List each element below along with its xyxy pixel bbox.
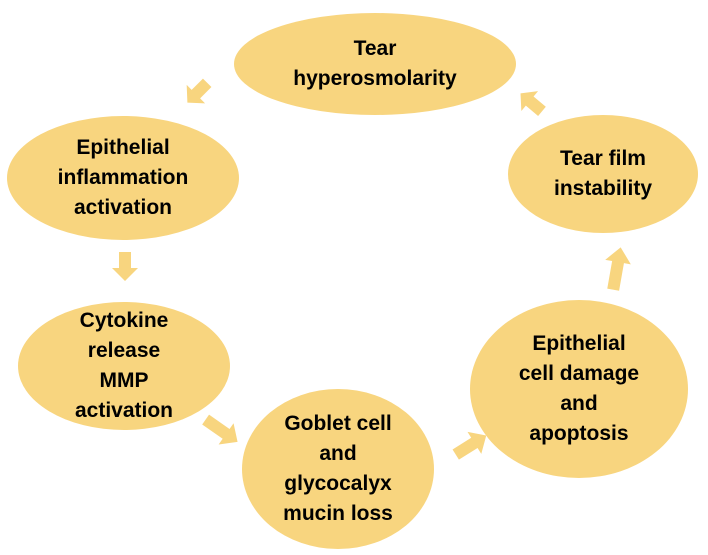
- node-epithelial-inflammation-activation: Epithelial inflammation activation: [7, 116, 239, 240]
- node-label: Goblet cell and glycocalyx mucin loss: [283, 412, 393, 525]
- arrow-shape: [186, 78, 212, 104]
- arrow-epithelial-inflammation-to-cytokine-release: [112, 252, 138, 281]
- arrow-shape: [202, 414, 238, 445]
- node-label: Epithelial inflammation activation: [57, 136, 189, 219]
- arrow-shape: [112, 252, 138, 281]
- arrow-epithelial-damage-to-tear-film-instability: [605, 247, 631, 291]
- node-tear-film-instability: Tear film instability: [508, 115, 698, 233]
- arrow-shape: [605, 247, 631, 291]
- node-cytokine-release-mmp-activation: Cytokine release MMP activation: [18, 302, 230, 430]
- arrow-shape: [520, 91, 546, 116]
- node-label: Cytokine release MMP activation: [74, 309, 174, 422]
- node-goblet-cell-mucin-loss: Goblet cell and glycocalyx mucin loss: [242, 389, 434, 549]
- node-tear-hyperosmolarity: Tear hyperosmolarity: [234, 13, 516, 115]
- arrow-tear-hyperosmolarity-to-epithelial-inflammation: [186, 78, 212, 104]
- arrow-cytokine-release-to-goblet-cell: [202, 414, 238, 445]
- node-label: Epithelial cell damage and apoptosis: [518, 332, 640, 445]
- node-label: Tear hyperosmolarity: [293, 37, 457, 90]
- node-label: Tear film instability: [553, 147, 653, 200]
- node-epithelial-cell-damage-apoptosis: Epithelial cell damage and apoptosis: [470, 300, 688, 478]
- arrow-tear-film-instability-to-tear-hyperosmolarity: [520, 91, 546, 116]
